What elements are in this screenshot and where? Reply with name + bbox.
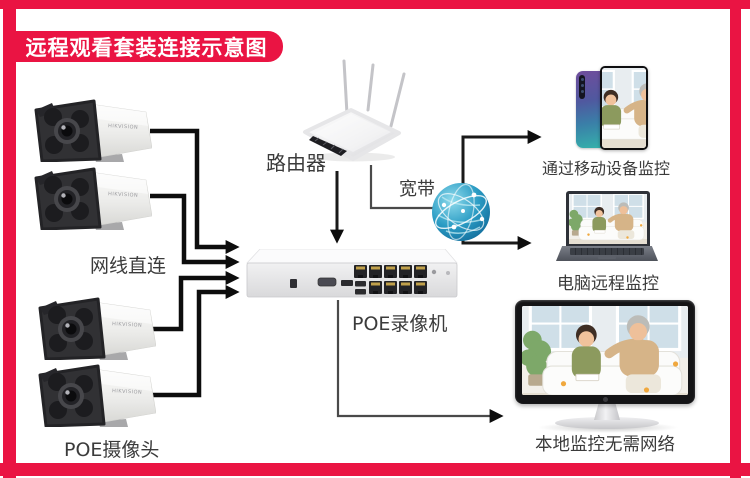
frame-border-left xyxy=(3,0,16,478)
frame-border-bottom xyxy=(0,463,750,476)
phone-front xyxy=(600,66,648,150)
monitor-stand xyxy=(594,403,620,420)
desktop-monitor xyxy=(515,300,695,433)
frame-border-right xyxy=(730,0,741,478)
title-banner: 远程观看套装连接示意图 xyxy=(10,31,283,62)
laptop-screen xyxy=(566,191,650,247)
poe-camera-4: HIKVISION xyxy=(36,363,156,427)
monitor-bezel xyxy=(515,300,695,404)
nvr-icon xyxy=(246,248,458,298)
label-local-monitoring: 本地监控无需网络 xyxy=(535,435,675,455)
label-nvr: POE录像机 xyxy=(352,313,448,335)
label-mobile-monitoring: 通过移动设备监控 xyxy=(542,159,671,178)
phone-camera-icon xyxy=(579,75,585,99)
mobile-phone xyxy=(576,66,648,150)
router xyxy=(295,56,407,162)
laptop xyxy=(556,191,658,265)
page-title: 远程观看套装连接示意图 xyxy=(25,35,268,60)
phone-screen xyxy=(602,68,646,148)
monitor-screen xyxy=(522,306,688,395)
monitor-logo-dot xyxy=(603,397,608,402)
poe-camera-3: HIKVISION xyxy=(36,296,156,360)
router-icon xyxy=(303,59,406,162)
poe-camera-1: HIKVISION xyxy=(32,98,152,162)
label-direct-lan: 网线直连 xyxy=(90,255,167,277)
wire-camera4-to-nvr xyxy=(150,285,240,398)
frame-border-top xyxy=(0,0,750,9)
label-router: 路由器 xyxy=(266,151,326,175)
poe-nvr xyxy=(246,248,459,301)
laptop-keyboard xyxy=(556,246,658,261)
wire-camera3-to-nvr xyxy=(150,271,240,332)
label-poe-cameras: POE摄像头 xyxy=(64,439,160,461)
wire-camera1-to-nvr xyxy=(150,128,240,254)
internet-globe-icon xyxy=(430,181,492,243)
label-broadband: 宽带 xyxy=(399,179,435,200)
monitor-base xyxy=(555,417,659,429)
label-pc-remote-monitoring: 电脑远程监控 xyxy=(557,274,659,294)
poe-camera-2: HIKVISION xyxy=(32,166,152,230)
